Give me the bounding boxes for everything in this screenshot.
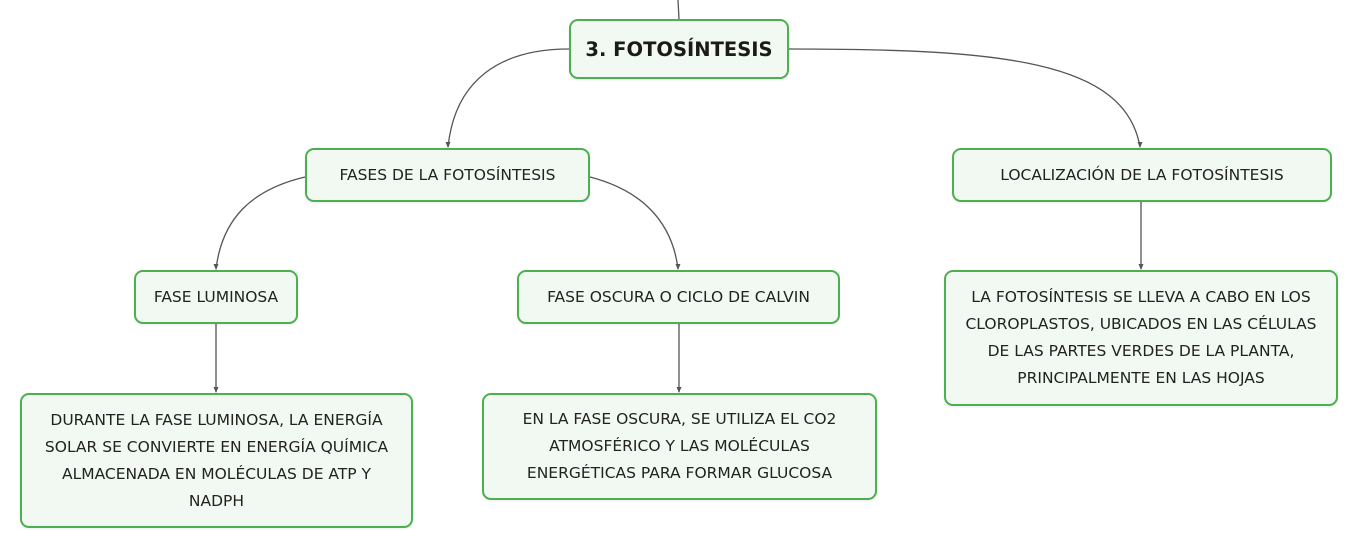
arrowhead-oscura [675,264,681,270]
connector-fases-to-luminosa [215,176,306,270]
node-oscura-descripcion[interactable]: EN LA FASE OSCURA, SE UTILIZA EL CO2 ATM… [482,393,877,500]
arrowhead-localizacion [1137,142,1143,148]
arrowhead-luminosa [213,264,219,270]
node-localizacion-label: LOCALIZACIÓN DE LA FOTOSÍNTESIS [1000,165,1284,184]
node-fase-oscura[interactable]: FASE OSCURA O CICLO DE CALVIN [517,270,840,324]
node-fases-label: FASES DE LA FOTOSÍNTESIS [339,165,556,184]
node-fase-luminosa[interactable]: FASE LUMINOSA [134,270,298,324]
node-oscura-descripcion-text: EN LA FASE OSCURA, SE UTILIZA EL CO2 ATM… [522,410,837,482]
node-fotosintesis-label: 3. FOTOSÍNTESIS [585,37,773,61]
node-fase-oscura-label: FASE OSCURA O CICLO DE CALVIN [547,287,810,306]
node-localizacion-descripcion[interactable]: LA FOTOSÍNTESIS SE LLEVA A CABO EN LOS C… [944,270,1338,406]
arrowhead-localizacion-desc [1138,264,1144,270]
node-fases[interactable]: FASES DE LA FOTOSÍNTESIS [305,148,590,202]
node-localizacion[interactable]: LOCALIZACIÓN DE LA FOTOSÍNTESIS [952,148,1332,202]
node-fotosintesis[interactable]: 3. FOTOSÍNTESIS [569,19,789,79]
arrowhead-luminosa-desc [213,387,219,393]
arrowhead-fases [445,142,451,148]
connector-root-to-fases [447,48,570,148]
connector-parent-to-root [677,0,680,20]
connector-fases-to-oscura [589,176,679,270]
node-luminosa-descripcion[interactable]: DURANTE LA FASE LUMINOSA, LA ENERGÍA SOL… [20,393,413,528]
node-luminosa-descripcion-text: DURANTE LA FASE LUMINOSA, LA ENERGÍA SOL… [44,410,389,510]
connector-root-to-localizacion [788,48,1141,148]
node-localizacion-descripcion-text: LA FOTOSÍNTESIS SE LLEVA A CABO EN LOS C… [965,288,1317,387]
node-fase-luminosa-label: FASE LUMINOSA [153,287,279,306]
arrowhead-oscura-desc [676,387,682,393]
